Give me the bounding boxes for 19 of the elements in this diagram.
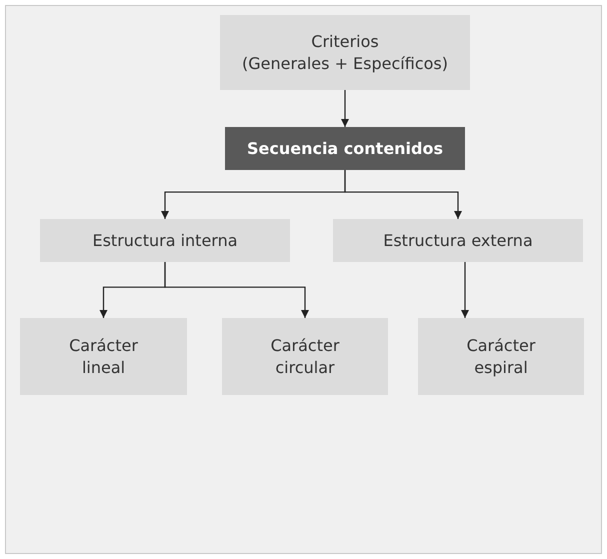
box-text: (Generales + Específicos) xyxy=(241,52,449,74)
arrow xyxy=(341,90,349,127)
arrow xyxy=(344,170,462,219)
highlighted-process-box xyxy=(225,127,465,170)
box-text: Carácter espiral xyxy=(466,334,536,378)
process-box xyxy=(333,219,583,262)
process-box xyxy=(220,15,470,90)
arrow xyxy=(461,262,469,318)
box-text: Estructura externa xyxy=(382,230,534,252)
box-text: Secuencia contenidos xyxy=(246,138,444,160)
process-box xyxy=(40,219,290,262)
process-box xyxy=(20,318,187,395)
process-box xyxy=(418,318,584,395)
process-box xyxy=(222,318,388,395)
box-text: Estructura interna xyxy=(91,230,239,252)
box-text: Carácter circular xyxy=(270,334,340,378)
box-text: Carácter lineal xyxy=(68,334,139,378)
box-text: Criterios xyxy=(310,30,380,52)
arrow xyxy=(164,262,309,318)
